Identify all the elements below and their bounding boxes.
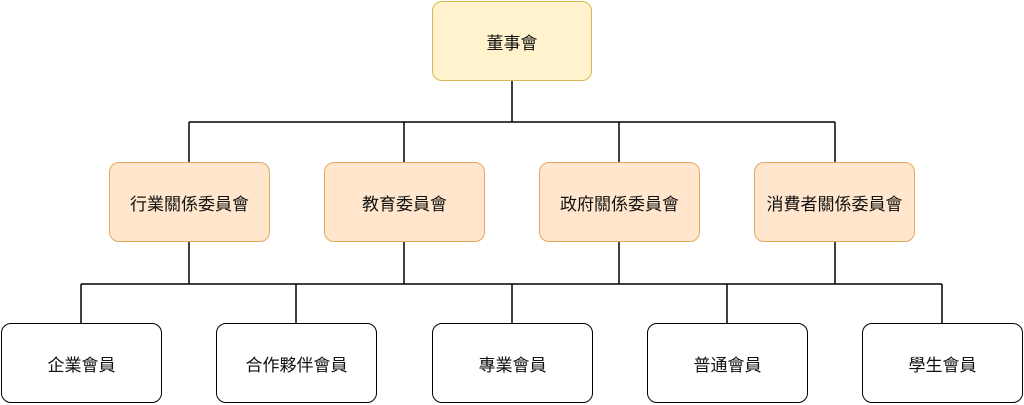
node-professional-member: 專業會員 [432, 323, 593, 403]
node-label: 消費者關係委員會 [766, 194, 903, 215]
node-government-relations-committee: 政府關係委員會 [539, 162, 700, 242]
node-label: 普通會員 [693, 355, 762, 376]
node-industry-relations-committee: 行業關係委員會 [109, 162, 270, 242]
node-education-committee: 教育委員會 [324, 162, 485, 242]
node-partner-member: 合作夥伴會員 [216, 323, 377, 403]
node-label: 專業會員 [478, 355, 547, 376]
node-label: 企業會員 [47, 355, 116, 376]
node-consumer-relations-committee: 消費者關係委員會 [754, 162, 915, 242]
node-label: 合作夥伴會員 [245, 355, 348, 376]
node-general-member: 普通會員 [647, 323, 808, 403]
node-student-member: 學生會員 [862, 323, 1023, 403]
node-label: 政府關係委員會 [560, 194, 679, 215]
node-label: 行業關係委員會 [130, 194, 249, 215]
node-label: 教育委員會 [362, 194, 447, 215]
node-label: 董事會 [486, 33, 538, 54]
node-label: 學生會員 [908, 355, 977, 376]
node-board-of-directors: 董事會 [432, 1, 592, 81]
node-corporate-member: 企業會員 [1, 323, 162, 403]
